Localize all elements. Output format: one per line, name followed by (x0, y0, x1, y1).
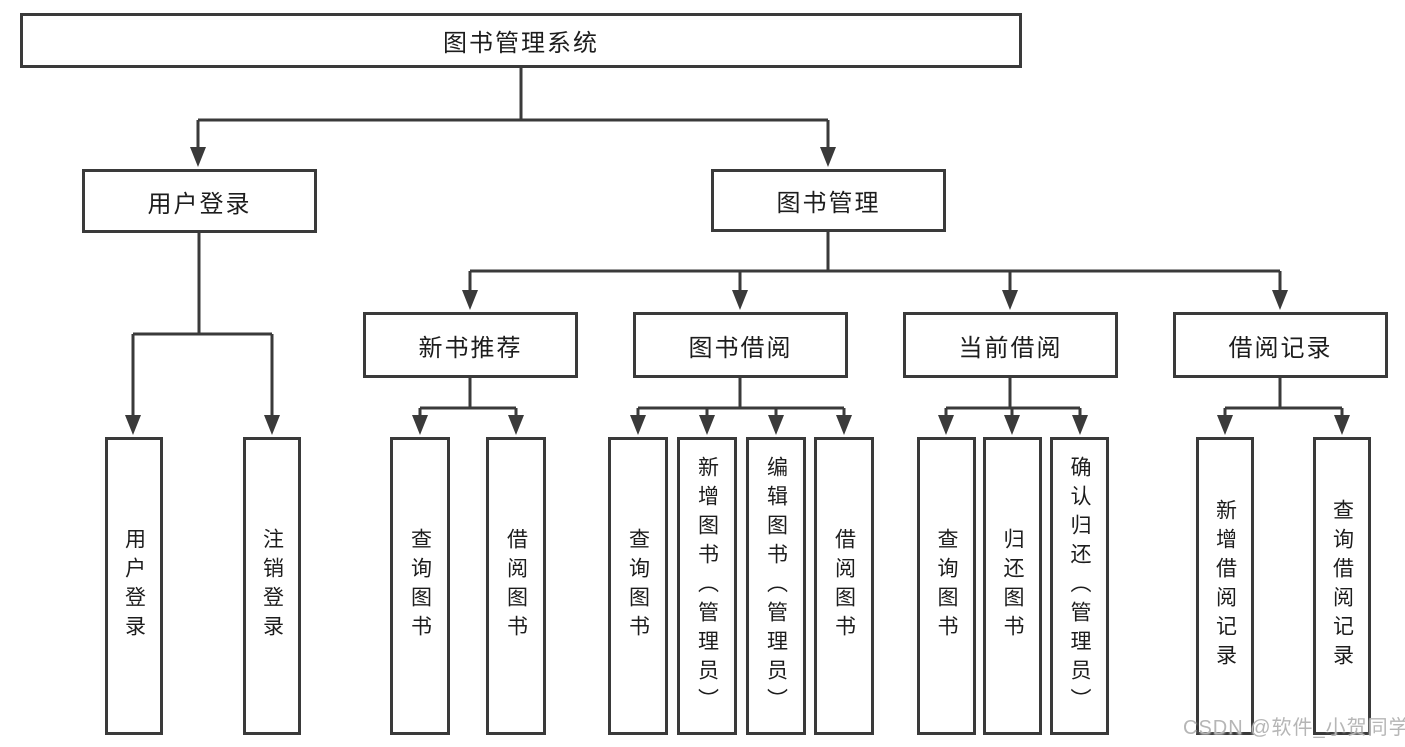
csdn-watermark: CSDN @软件_小贺同学 (1183, 717, 1405, 739)
leaf-recommend-query-books-label: 查询图书 (408, 528, 432, 644)
leaf-records-query-record: 查询借阅记录 (1313, 437, 1371, 735)
node-root-system-label: 图书管理系统 (443, 30, 599, 57)
node-book-borrowing: 图书借阅 (633, 312, 848, 378)
node-book-borrowing-label: 图书借阅 (688, 334, 793, 362)
leaf-current-query-books-label: 查询图书 (935, 528, 958, 644)
node-book-management: 图书管理 (711, 169, 946, 232)
leaf-borrow-query-books: 查询图书 (608, 437, 668, 735)
node-book-management-label: 图书管理 (776, 190, 881, 217)
leaf-user-login: 用户登录 (105, 437, 163, 735)
node-root-system: 图书管理系统 (20, 13, 1022, 68)
node-borrowing-records-label: 借阅记录 (1228, 334, 1333, 362)
leaf-recommend-query-books: 查询图书 (390, 437, 450, 735)
node-new-book-recommend: 新书推荐 (363, 312, 578, 378)
leaf-borrow-borrow-books: 借阅图书 (814, 437, 874, 735)
node-user-login: 用户登录 (82, 169, 317, 233)
leaf-logout: 注销登录 (243, 437, 301, 735)
leaf-borrow-add-books-admin-label: 新增图书（管理员） (695, 455, 719, 717)
leaf-borrow-edit-books-admin-label: 编辑图书（管理员） (764, 455, 788, 717)
leaf-recommend-borrow-books: 借阅图书 (486, 437, 546, 735)
node-current-borrowing-label: 当前借阅 (958, 334, 1063, 362)
node-borrowing-records: 借阅记录 (1173, 312, 1388, 378)
leaf-borrow-query-books-label: 查询图书 (626, 528, 650, 644)
arrowheads (125, 147, 1350, 435)
leaf-borrow-add-books-admin: 新增图书（管理员） (677, 437, 737, 735)
leaf-records-add-record-label: 新增借阅记录 (1213, 499, 1237, 673)
leaf-current-confirm-return-admin: 确认归还（管理员） (1050, 437, 1109, 735)
node-current-borrowing: 当前借阅 (903, 312, 1118, 378)
leaf-borrow-edit-books-admin: 编辑图书（管理员） (746, 437, 806, 735)
leaf-current-query-books: 查询图书 (917, 437, 976, 735)
leaf-current-confirm-return-admin-label: 确认归还（管理员） (1068, 455, 1091, 717)
leaf-records-query-record-label: 查询借阅记录 (1330, 499, 1354, 673)
leaf-current-return-books: 归还图书 (983, 437, 1042, 735)
leaf-current-return-books-label: 归还图书 (1001, 528, 1024, 644)
leaf-records-add-record: 新增借阅记录 (1196, 437, 1254, 735)
node-user-login-label: 用户登录 (147, 190, 252, 218)
leaf-recommend-borrow-books-label: 借阅图书 (504, 528, 528, 644)
leaf-user-login-label: 用户登录 (122, 528, 146, 644)
leaf-logout-label: 注销登录 (260, 528, 284, 644)
leaf-borrow-borrow-books-label: 借阅图书 (832, 528, 856, 644)
node-new-book-recommend-label: 新书推荐 (418, 334, 523, 362)
